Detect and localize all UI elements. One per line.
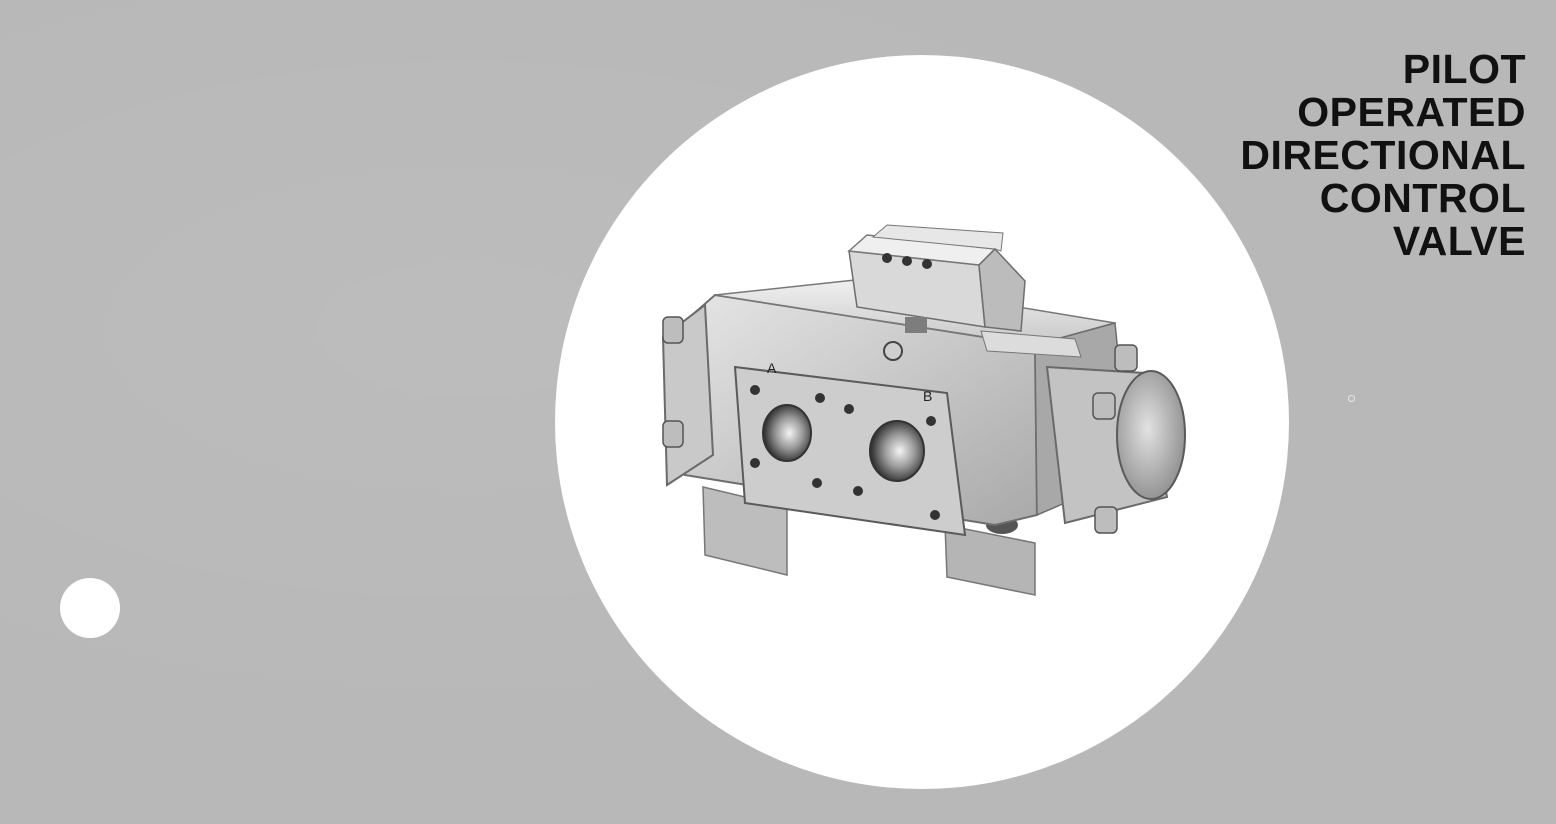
left-end-cap — [661, 303, 715, 487]
port-label-a: A — [767, 360, 777, 376]
port-label-b: B — [923, 388, 932, 404]
background-speck — [1348, 395, 1355, 402]
valve-illustration: A B — [661, 224, 1186, 596]
product-photo-circle: A B — [555, 55, 1289, 789]
right-end-cap — [980, 330, 1186, 534]
mounting-face: A B — [733, 360, 967, 537]
punch-hole — [60, 578, 120, 638]
title-line-1: PILOT — [1402, 46, 1526, 92]
pilot-block — [847, 224, 1026, 361]
title-line-3: DIRECTIONAL — [1240, 132, 1526, 178]
title-line-2: OPERATED — [1297, 89, 1526, 135]
title-line-4: CONTROL — [1319, 175, 1526, 221]
cover-title: PILOT OPERATED DIRECTIONAL CONTROL VALVE — [1240, 48, 1526, 263]
title-line-5: VALVE — [1392, 218, 1526, 264]
